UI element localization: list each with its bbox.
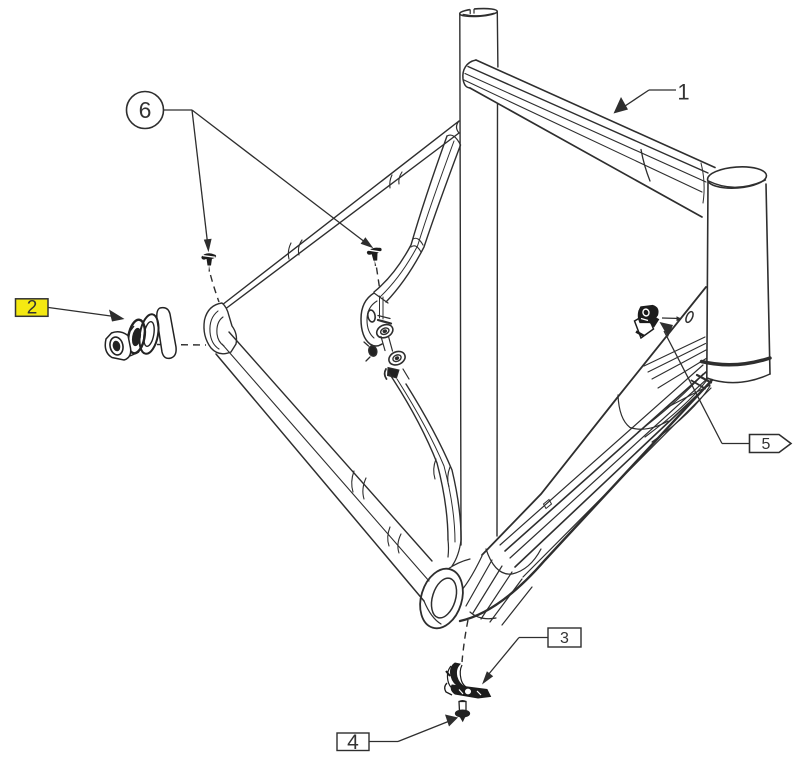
svg-text:5: 5 (762, 436, 771, 453)
svg-text:4: 4 (347, 731, 359, 754)
svg-text:2: 2 (27, 298, 38, 319)
svg-text:1: 1 (677, 80, 689, 105)
svg-text:3: 3 (560, 630, 569, 647)
svg-text:6: 6 (139, 97, 152, 123)
